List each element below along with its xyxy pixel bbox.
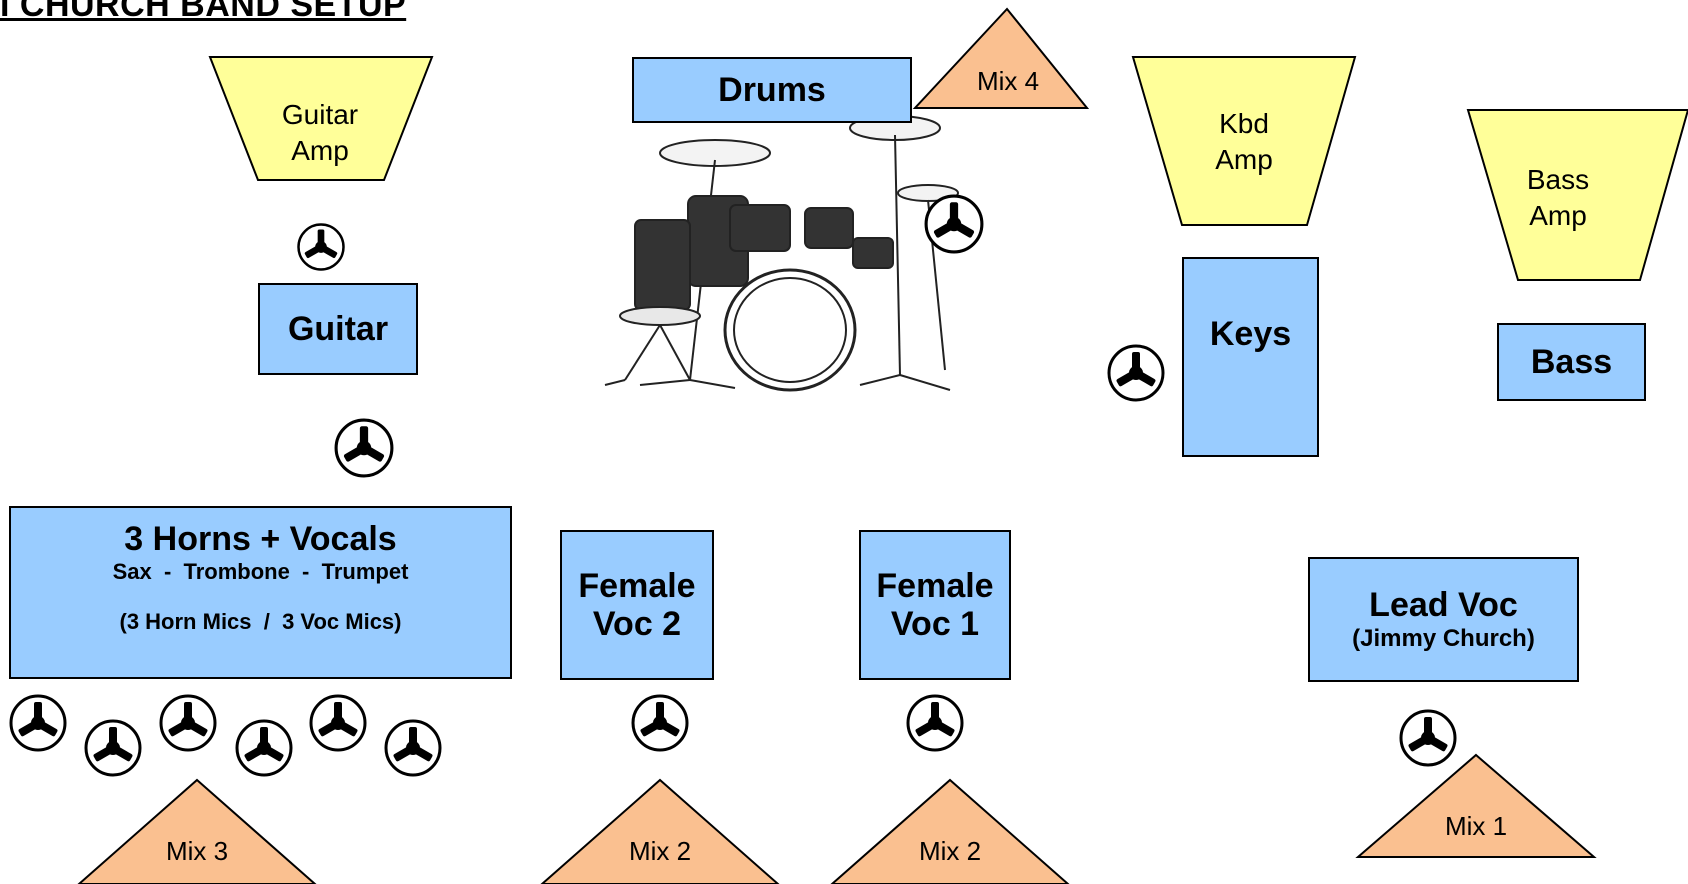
mic-stand-icon[interactable] (83, 718, 143, 778)
guitar-amp-label-1: Guitar (282, 99, 358, 130)
guitar-label: Guitar (287, 310, 389, 348)
mic-stand-icon[interactable] (1106, 343, 1166, 403)
keys-label: Keys (1209, 315, 1292, 353)
female-voc-2-line2: Voc 2 (592, 605, 682, 643)
mic-stand-icon[interactable] (630, 693, 690, 753)
guitar-amp[interactable]: Guitar Amp (208, 56, 434, 181)
female-voc-1-line2: Voc 1 (890, 605, 980, 643)
female-voc-2-line1: Female (578, 567, 696, 605)
drum-kit-illustration (604, 115, 959, 392)
mic-stand-icon[interactable] (923, 193, 985, 255)
monitor-mix2-a[interactable]: Mix 2 (540, 778, 780, 884)
monitor-mix4[interactable]: Mix 4 (912, 7, 1090, 109)
mic-stand-icon[interactable] (8, 693, 68, 753)
monitor-mix2-a-label: Mix 2 (629, 836, 691, 866)
keys-box[interactable]: Keys (1182, 257, 1319, 457)
monitor-mix1-label: Mix 1 (1445, 811, 1507, 841)
guitar-box[interactable]: Guitar (258, 283, 418, 375)
horns-vocals-box[interactable]: 3 Horns + Vocals Sax - Trombone - Trumpe… (9, 506, 512, 679)
female-voc-1-box[interactable]: Female Voc 1 (859, 530, 1011, 680)
monitor-mix3[interactable]: Mix 3 (77, 778, 317, 884)
mic-stand-icon[interactable] (158, 693, 218, 753)
mic-stand-icon[interactable] (308, 693, 368, 753)
drums-box[interactable]: Drums (632, 57, 912, 123)
guitar-amp-label-2: Amp (291, 135, 349, 166)
bass-amp[interactable]: Bass Amp (1466, 109, 1688, 281)
horns-mics: (3 Horn Mics / 3 Voc Mics) (119, 609, 402, 634)
bass-amp-label-2: Amp (1529, 200, 1587, 231)
lead-voc-box[interactable]: Lead Voc (Jimmy Church) (1308, 557, 1579, 682)
kbd-amp-label-1: Kbd (1219, 108, 1269, 139)
page-title: I CHURCH BAND SETUP (0, 0, 407, 24)
kbd-amp-label-2: Amp (1215, 144, 1273, 175)
horns-instruments: Sax - Trombone - Trumpet (112, 559, 409, 584)
mic-stand-icon[interactable] (234, 718, 294, 778)
bass-amp-label-1: Bass (1527, 164, 1589, 195)
monitor-mix2-b[interactable]: Mix 2 (830, 778, 1070, 884)
drums-label: Drums (718, 71, 826, 109)
mic-stand-icon[interactable] (905, 693, 965, 753)
female-voc-1-line1: Female (876, 567, 994, 605)
mic-stand-icon[interactable] (1398, 708, 1458, 768)
kbd-amp[interactable]: Kbd Amp (1131, 56, 1357, 226)
mic-stand-icon[interactable] (333, 417, 395, 479)
mic-stand-icon[interactable] (383, 718, 443, 778)
horns-title: 3 Horns + Vocals (124, 520, 397, 558)
lead-voc-line2: (Jimmy Church) (1352, 624, 1535, 652)
monitor-mix2-b-label: Mix 2 (919, 836, 981, 866)
monitor-mix3-label: Mix 3 (166, 836, 228, 866)
female-voc-2-box[interactable]: Female Voc 2 (560, 530, 714, 680)
lead-voc-line1: Lead Voc (1369, 585, 1518, 624)
monitor-mix4-label: Mix 4 (977, 66, 1039, 96)
mic-stand-icon[interactable] (296, 222, 346, 272)
bass-box[interactable]: Bass (1497, 323, 1646, 401)
monitor-mix1[interactable]: Mix 1 (1355, 753, 1597, 858)
bass-label: Bass (1530, 343, 1613, 381)
